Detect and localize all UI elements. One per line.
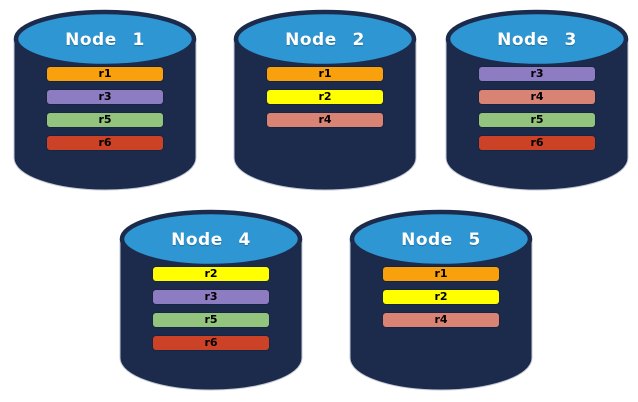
database-node-1: Node 1 r1 r3 r5 r6 — [12, 8, 198, 192]
replica-bar-r6: r6 — [47, 136, 163, 150]
replica-bar-r2: r2 — [153, 267, 269, 281]
replica-list: r1 r2 r4 — [348, 267, 534, 327]
database-node-3: Node 3 r3 r4 r5 r6 — [444, 8, 630, 192]
replica-bar-r1: r1 — [383, 267, 499, 281]
database-node-2: Node 2 r1 r2 r4 — [232, 8, 418, 192]
replica-list: r3 r4 r5 r6 — [444, 67, 630, 150]
database-node-5: Node 5 r1 r2 r4 — [348, 208, 534, 392]
node-label: Node 1 — [65, 30, 145, 50]
replica-bar-r1: r1 — [267, 67, 383, 81]
replica-bar-r2: r2 — [267, 90, 383, 104]
replica-list: r1 r2 r4 — [232, 67, 418, 127]
replica-bar-r3: r3 — [153, 290, 269, 304]
replica-bar-r5: r5 — [47, 113, 163, 127]
replica-list: r2 r3 r5 r6 — [118, 267, 304, 350]
node-label: Node 4 — [171, 230, 251, 250]
replica-bar-r3: r3 — [47, 90, 163, 104]
replica-bar-r4: r4 — [479, 90, 595, 104]
replica-list: r1 r3 r5 r6 — [12, 67, 198, 150]
replica-bar-r4: r4 — [267, 113, 383, 127]
replica-bar-r3: r3 — [479, 67, 595, 81]
replica-bar-r1: r1 — [47, 67, 163, 81]
replica-bar-r6: r6 — [479, 136, 595, 150]
replica-bar-r5: r5 — [153, 313, 269, 327]
replica-bar-r5: r5 — [479, 113, 595, 127]
replica-bar-r2: r2 — [383, 290, 499, 304]
replica-bar-r6: r6 — [153, 336, 269, 350]
node-label: Node 3 — [497, 30, 577, 50]
replica-bar-r4: r4 — [383, 313, 499, 327]
node-label: Node 2 — [285, 30, 365, 50]
node-label: Node 5 — [401, 230, 481, 250]
database-node-4: Node 4 r2 r3 r5 r6 — [118, 208, 304, 392]
